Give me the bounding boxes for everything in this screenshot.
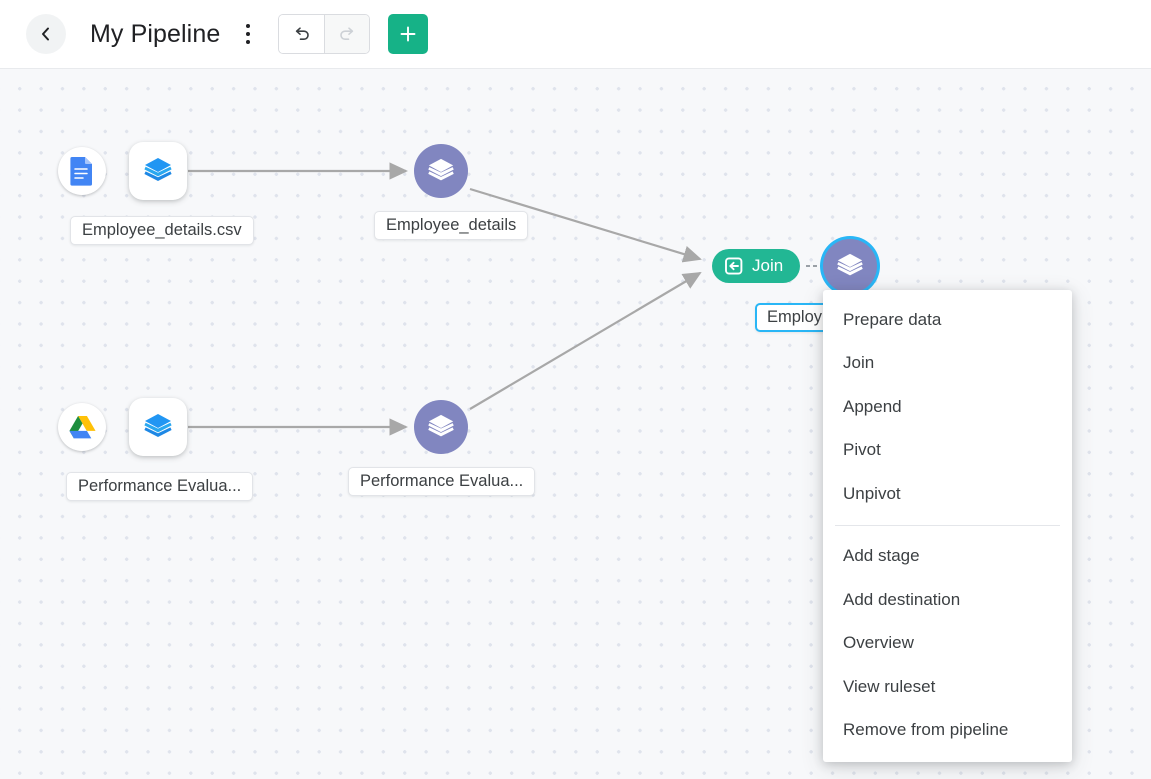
layers-stack-icon xyxy=(428,414,454,437)
edge-dataset2-join xyxy=(469,271,702,410)
more-vertical-icon-dot xyxy=(246,24,251,28)
layers-stack-icon xyxy=(428,158,454,181)
menu-item-unpivot[interactable]: Unpivot xyxy=(843,483,901,503)
undo-icon xyxy=(295,27,309,40)
layers-stack-icon xyxy=(837,253,863,276)
source-node-employee-details-csv[interactable] xyxy=(58,147,106,195)
menu-item-prepare-data[interactable]: Prepare data xyxy=(843,309,942,329)
pipeline-edges xyxy=(188,162,828,436)
node-label-employee-details[interactable]: Employee_details xyxy=(374,211,529,240)
toolbar: My Pipeline xyxy=(0,0,1151,69)
dataset-node-performance-evaluation[interactable] xyxy=(414,400,468,454)
join-node-label: Join xyxy=(752,256,784,275)
node-label-performance-evaluation-source[interactable]: Performance Evalua... xyxy=(66,472,254,501)
menu-separator xyxy=(835,524,1060,526)
menu-item-join[interactable]: Join xyxy=(843,353,875,373)
node-context-menu: Prepare data Join Append Pivot Unpivot A… xyxy=(823,290,1072,762)
stage-node-employee-details-prep[interactable] xyxy=(129,142,187,200)
more-vertical-icon-dot xyxy=(246,40,251,44)
layers-stack-icon xyxy=(144,414,172,437)
stage-node-performance-evaluation-prep[interactable] xyxy=(129,398,187,456)
node-label-performance-evaluation[interactable]: Performance Evalua... xyxy=(348,467,536,496)
menu-item-append[interactable]: Append xyxy=(843,396,902,416)
menu-item-view-ruleset[interactable]: View ruleset xyxy=(843,676,936,696)
more-vertical-icon-dot xyxy=(246,32,251,36)
google-drive-icon xyxy=(68,415,96,439)
menu-item-pivot[interactable]: Pivot xyxy=(843,440,881,460)
edge-dataset1-join xyxy=(469,187,702,263)
back-button[interactable] xyxy=(26,14,66,54)
csv-file-icon xyxy=(70,157,92,186)
page-title: My Pipeline xyxy=(90,19,221,48)
layers-stack-icon xyxy=(144,158,172,181)
source-node-performance-evaluation-drive[interactable] xyxy=(58,403,106,451)
menu-item-remove-from-pipeline[interactable]: Remove from pipeline xyxy=(843,720,1009,740)
menu-item-overview[interactable]: Overview xyxy=(843,633,914,653)
join-icon xyxy=(725,257,743,275)
redo-button[interactable] xyxy=(324,15,370,53)
undo-button[interactable] xyxy=(279,15,325,53)
chevron-left-icon xyxy=(42,27,49,41)
pipeline-options-button[interactable] xyxy=(236,16,260,52)
add-button[interactable] xyxy=(388,14,429,54)
join-node[interactable]: Join xyxy=(712,249,801,283)
menu-item-add-destination[interactable]: Add destination xyxy=(843,589,961,609)
node-label-employee-details-csv[interactable]: Employee_details.csv xyxy=(70,216,254,245)
redo-icon xyxy=(340,27,354,40)
output-node-selected[interactable] xyxy=(823,239,877,293)
plus-icon xyxy=(400,26,416,42)
dataset-node-employee-details[interactable] xyxy=(414,144,468,198)
menu-item-add-stage[interactable]: Add stage xyxy=(843,546,920,566)
node-label-output-selected[interactable]: Employ xyxy=(755,303,835,332)
undo-redo-group xyxy=(278,14,371,54)
